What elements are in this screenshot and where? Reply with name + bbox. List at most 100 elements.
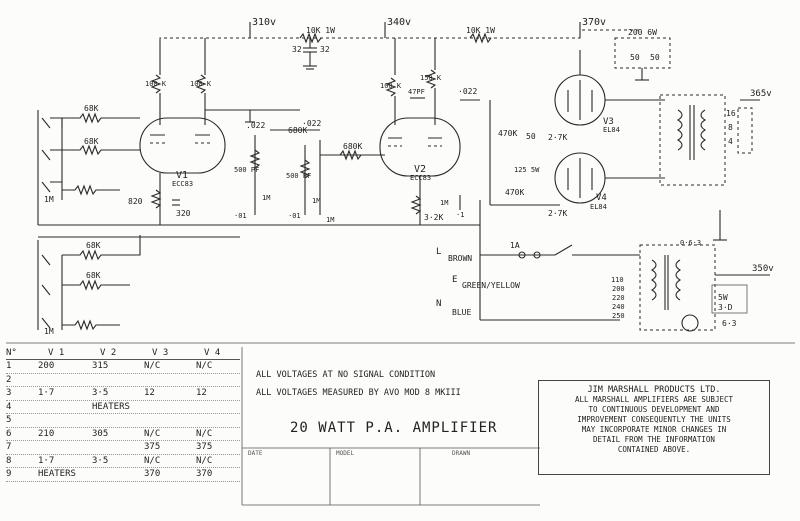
filter-cap-value: 32 bbox=[292, 45, 302, 54]
input-grid-leak-b: 1M bbox=[44, 327, 54, 336]
plate-resistor-v2a: 100 K bbox=[380, 82, 402, 90]
resistor-200-6w: 200 6W bbox=[628, 28, 657, 37]
tone-network: .022 500 PF ·01 1M 680K ·022 500 PF ·01 … bbox=[205, 109, 385, 224]
dropper-resistor-1: 10K 1W bbox=[306, 26, 335, 35]
col-header-v1: V 1 bbox=[48, 348, 65, 358]
notes-block: ALL VOLTAGES AT NO SIGNAL CONDITION ALL … bbox=[256, 370, 536, 436]
grid-resistor-470k-b: 470K bbox=[505, 188, 524, 197]
cap-50-a: 50 bbox=[630, 53, 640, 62]
table-cell: 3 bbox=[6, 388, 12, 398]
rail-voltage-3: 370v bbox=[582, 17, 606, 28]
title-block-date: DATE bbox=[248, 450, 263, 457]
table-cell: HEATERS bbox=[92, 401, 130, 412]
table-cell: 12 bbox=[196, 388, 207, 398]
table-cell: 6 bbox=[6, 428, 12, 439]
dropper-resistor-2: 10K 1W bbox=[466, 26, 495, 35]
note-line-1: ALL VOLTAGES AT NO SIGNAL CONDITION bbox=[256, 370, 436, 380]
plate-resistor-v2b: 150 K bbox=[420, 74, 442, 82]
mains-live: L bbox=[436, 247, 441, 257]
company-line-4: MAY INCORPORATE MINOR CHANGES IN bbox=[581, 425, 727, 434]
bright-cap-47pf: 47PF bbox=[408, 88, 425, 96]
table-cell: 8 bbox=[6, 455, 12, 466]
mains-earth-color: GREEN/YELLOW bbox=[462, 281, 520, 290]
table-cell bbox=[80, 374, 132, 387]
mains-section: L BROWN E GREEN/YELLOW N BLUE 1A 110 200… bbox=[436, 200, 774, 332]
table-cell bbox=[26, 374, 80, 387]
output-tubes: V3 EL84 V4 EL84 bbox=[554, 50, 665, 211]
table-cell: 1 bbox=[6, 361, 12, 371]
mains-tap-240: 240 bbox=[612, 303, 625, 311]
mains-neutral-color: BLUE bbox=[452, 308, 471, 317]
table-cell: 370 bbox=[144, 469, 161, 479]
table-cell: HEATERS bbox=[38, 469, 76, 479]
grid-resistor-470k-a: 470K bbox=[498, 129, 517, 138]
table-cell bbox=[132, 401, 184, 414]
filter-cap-value-b: 32 bbox=[320, 45, 330, 54]
tube-v2: 100 K 150 K 47PF V2 ECC83 3·2K 1M ·1 ·02… bbox=[379, 38, 480, 225]
voltage-table-header: N° V 1 V 2 V 3 V 4 bbox=[6, 347, 240, 360]
company-line-5: DETAIL FROM THE INFORMATION bbox=[593, 435, 715, 444]
table-cell: 200 bbox=[38, 361, 55, 371]
screen-resistor-2-7k-b: 2·7K bbox=[548, 209, 567, 218]
plate-resistor-v1a: 100 K bbox=[145, 80, 167, 88]
table-row: 5 bbox=[6, 414, 240, 428]
cathode-cap-320: 320 bbox=[176, 209, 191, 218]
table-cell: N/C bbox=[144, 361, 161, 371]
note-line-2: ALL VOLTAGES MEASURED BY AVO MOD 8 MKIII bbox=[256, 388, 461, 398]
col-header-v4: V 4 bbox=[204, 348, 221, 358]
table-cell: 370 bbox=[196, 469, 213, 479]
ht-rail: 310v 340v 370v 10K 1W 10K 1W 32 32 200 6… bbox=[159, 17, 671, 81]
ht-winding-label: 0·6·3 bbox=[680, 239, 701, 247]
table-cell: 3·5 bbox=[92, 455, 109, 466]
mains-fuse-rating: 1A bbox=[510, 241, 520, 250]
table-cell: 5 bbox=[6, 415, 12, 425]
table-cell bbox=[132, 374, 184, 387]
table-cell: N/C bbox=[196, 428, 213, 439]
title-block-drawn: DRAWN bbox=[452, 450, 471, 457]
drawing-title: 20 WATT P.A. AMPLIFIER bbox=[290, 420, 498, 436]
table-cell: 12 bbox=[144, 388, 155, 398]
table-cell: 7 bbox=[6, 442, 12, 452]
tube-v1-type: ECC83 bbox=[172, 180, 193, 188]
tube-v4-type: EL84 bbox=[590, 203, 607, 211]
tone-cap-500pf-a: 500 PF bbox=[234, 166, 259, 174]
heater-winding-63: 6·3 bbox=[722, 319, 737, 328]
table-row: 9 HEATERS 370 370 bbox=[6, 468, 240, 482]
mains-tap-250: 250 bbox=[612, 312, 625, 320]
input-section-bottom: 68K 68K 1M bbox=[37, 235, 240, 336]
table-cell bbox=[184, 401, 236, 414]
col-header-v3: V 3 bbox=[152, 348, 169, 358]
mixing-resistor-680k-b: 680K bbox=[343, 142, 362, 151]
tail-resistor-3-2k: 3·2K bbox=[424, 213, 443, 222]
table-cell bbox=[80, 468, 132, 481]
mains-output-voltage: 350v bbox=[752, 264, 774, 274]
speaker-tap-16: 16 bbox=[726, 109, 736, 118]
cap-50-b: 50 bbox=[650, 53, 660, 62]
table-cell bbox=[184, 374, 236, 387]
coupling-cap-022-c: ·022 bbox=[458, 87, 477, 96]
company-line-2: TO CONTINUOUS DEVELOPMENT AND bbox=[588, 405, 720, 414]
output-voltage-label: 365v bbox=[750, 89, 772, 99]
company-line-1: ALL MARSHALL AMPLIFIERS ARE SUBJECT bbox=[574, 395, 734, 404]
input-resistor-68k-a: 68K bbox=[84, 104, 99, 113]
input-resistor-68k-d: 68K bbox=[86, 271, 101, 280]
mains-neutral: N bbox=[436, 299, 441, 309]
company-line-3: IMPROVEMENT CONSEQUENTLY THE UNITS bbox=[577, 415, 731, 424]
table-cell: 9 bbox=[6, 469, 12, 479]
ht-winding-5w: 5W bbox=[718, 293, 728, 302]
table-cell bbox=[26, 414, 80, 427]
cathode-resistor-125-5w: 125 5W bbox=[514, 166, 540, 174]
tone-pot-1m-b: 1M bbox=[312, 197, 320, 205]
table-cell: 315 bbox=[92, 361, 109, 371]
mains-tap-220: 220 bbox=[612, 294, 625, 302]
table-cell: N/C bbox=[144, 428, 161, 439]
tone-pot-1m-a: 1M bbox=[262, 194, 270, 202]
col-header-no: N° bbox=[6, 348, 17, 358]
table-cell: N/C bbox=[196, 361, 213, 371]
grid-resistor-1m-c: 1M bbox=[326, 216, 334, 224]
table-cell: 210 bbox=[38, 428, 55, 439]
table-cell: 375 bbox=[144, 442, 161, 452]
